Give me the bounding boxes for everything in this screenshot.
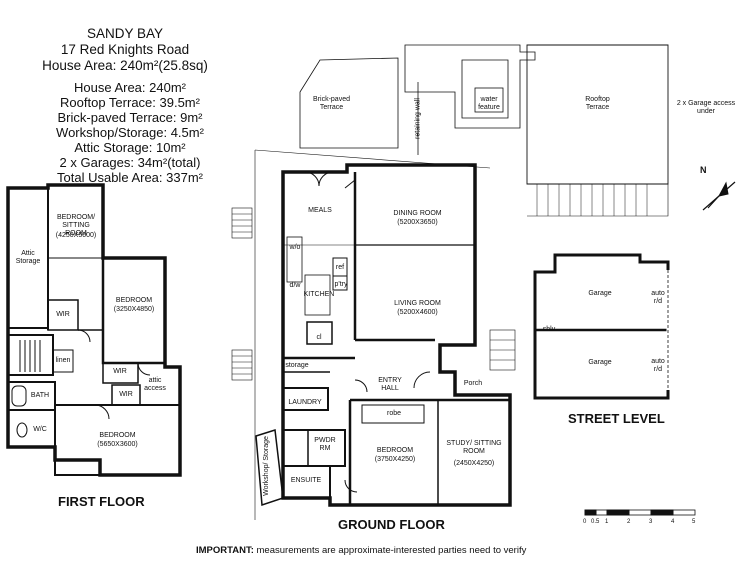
room-bedroom2-dims: (3250X4850) [113,306,155,313]
shelving-label: shlv [542,326,556,333]
fixture-cl: cl [316,334,322,341]
scale-tick: 2 [627,519,631,525]
room-workshop: Workshop/ Storage [263,436,270,496]
room-meals: MEALS [308,207,332,214]
room-linen: linen [55,357,71,364]
garage-1-label: Garage [588,290,612,297]
scale-tick: 3 [649,519,653,525]
stat-house-area: House Area: 240m² [73,80,186,95]
scale-tick: 0 [583,519,587,525]
scale-tick: 5 [692,519,696,525]
garage-2-door: auto r/d [651,358,665,373]
fixture-dw: d/w [289,282,301,289]
house-area-summary: House Area: 240m²(25.8sq) [42,58,208,73]
north-arrow-icon [702,181,736,211]
room-storage: storage [285,362,309,369]
address-title: 17 Red Knights Road [60,42,190,57]
room-wc: W/C [33,426,47,433]
suburb-title: SANDY BAY [86,26,164,41]
fixture-pantry: p'try [334,281,348,288]
room-dining-dims: (5200X3650) [397,219,438,226]
first-floor-title: FIRST FLOOR [58,494,145,509]
stat-workshop: Workshop/Storage: 4.5m² [56,125,204,140]
fixture-wo: w/o [289,244,301,251]
room-living: LIVING ROOM [394,300,441,307]
room-ensuite: ENSUITE [290,477,322,484]
room-wir-lower: WIR [119,391,133,398]
stat-attic: Attic Storage: 10m² [74,140,186,155]
street-level-plan [533,253,670,400]
ground-floor-plan [231,44,669,520]
room-dining: DINING ROOM [393,210,442,217]
room-wir-left: WIR [56,311,70,318]
room-laundry: LAUNDRY [288,399,322,406]
room-bedroom2: BEDROOM [115,297,153,304]
disclaimer-label: IMPORTANT: [196,545,254,556]
room-study: STUDY/ SITTING ROOM [446,440,502,455]
scale-tick: 1 [605,519,609,525]
scale-tick: 0.5 [591,519,600,525]
area-rooftop-terrace: Rooftop Terrace [585,96,610,111]
area-retaining-wall: retaining wall [414,98,422,139]
stat-rooftop-terrace: Rooftop Terrace: 39.5m² [60,95,200,110]
north-label: N [700,165,707,175]
room-living-dims: (5200X4600) [397,309,438,316]
disclaimer-text: measurements are approximate-interested … [253,545,527,556]
disclaimer: IMPORTANT: measurements are approximate-… [196,545,526,556]
room-bedroom3-dims: (5650X3600) [97,441,138,448]
room-attic-access: attic access [144,377,166,392]
garage-1-door: auto r/d [651,290,665,305]
room-bedroom3: BEDROOM [99,432,136,439]
room-attic-storage: Attic Storage [15,250,41,265]
stat-total: Total Usable Area: 337m² [57,170,203,185]
room-entry-hall: ENTRY HALL [378,377,402,392]
scale-bar [584,509,696,516]
fixture-robe: robe [386,410,401,417]
stat-garages: 2 x Garages: 34m²(total) [59,155,201,170]
room-porch: Porch [463,380,483,387]
room-bedroom-sitting-dims: (4250X5000) [55,232,97,239]
first-floor-plan [6,183,182,477]
garage-2-label: Garage [588,359,612,366]
room-bedroom-ground: BEDROOM [376,447,414,454]
room-study-dims: (2450X4250) [453,460,495,467]
room-bedroom-sitting: BEDROOM/ SITTING ROOM [56,214,96,237]
ground-floor-title: GROUND FLOOR [338,517,445,532]
street-level-title: STREET LEVEL [568,411,665,426]
fixture-ref: ref [335,264,345,271]
room-powder: PWDR RM [314,437,336,452]
scale-tick: 4 [671,519,675,525]
room-bath: BATH [30,392,50,399]
area-brick-terrace: Brick-paved Terrace [313,96,350,111]
room-bedroom-ground-dims: (3750X4250) [374,456,416,463]
stat-brick-terrace: Brick-paved Terrace: 9m² [57,110,203,125]
room-kitchen: KITCHEN [303,291,335,298]
room-wir-middle: WIR [113,368,127,375]
note-garage-access: 2 x Garage access under [676,100,736,115]
area-water-feature: water feature [478,96,500,111]
